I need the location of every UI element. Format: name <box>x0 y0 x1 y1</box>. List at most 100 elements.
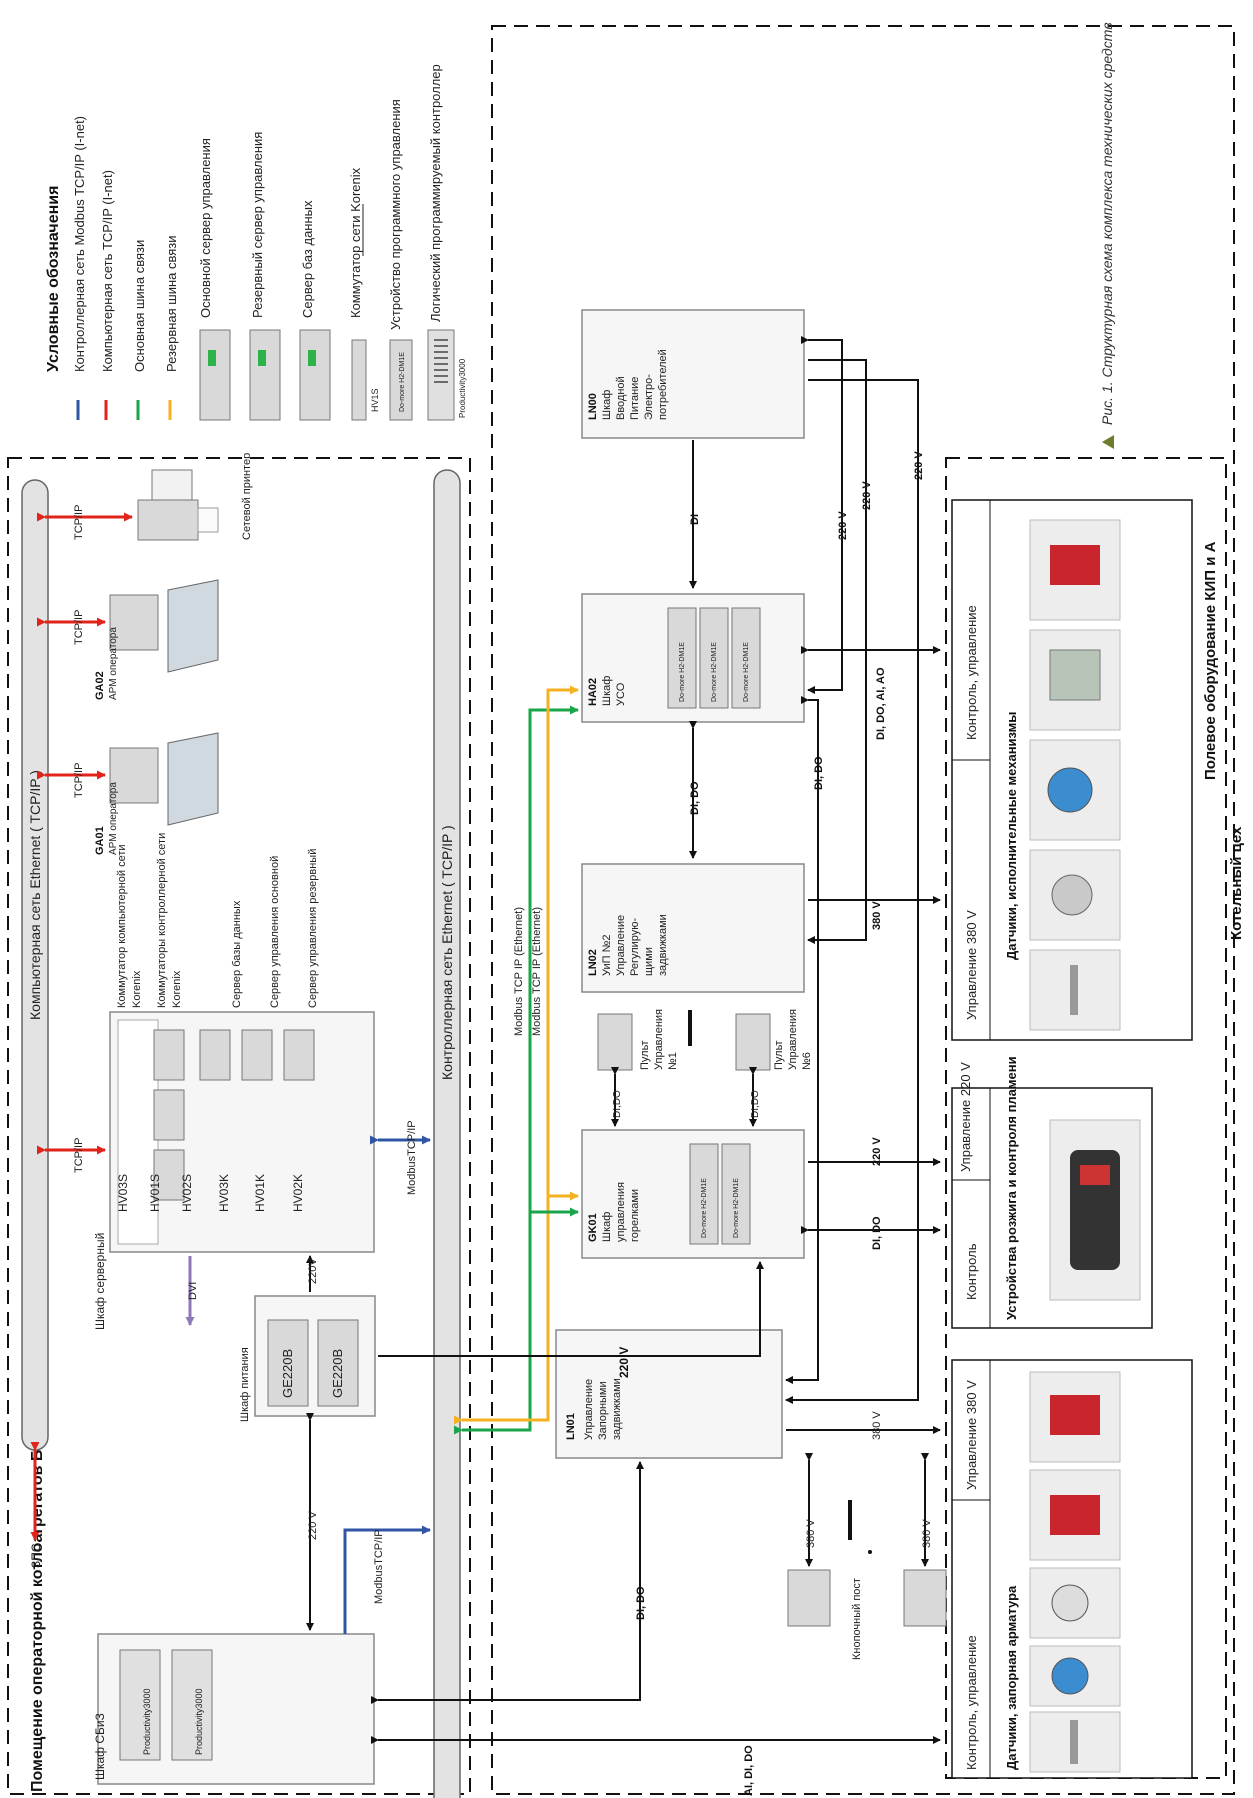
button-post-1-icon <box>788 1570 830 1626</box>
switch-device-label: HV1S <box>370 388 380 412</box>
ga01-label: АРМ оператора <box>108 782 119 855</box>
server-icon <box>242 1030 272 1080</box>
ha02-module-1: Do-more H2-DM1E <box>679 642 686 702</box>
legend: Условные обозначения Контроллерная сеть … <box>45 64 467 420</box>
control-panel-6-icon <box>736 1014 770 1070</box>
server-note-3: Коммутаторы контроллерной сети <box>156 833 168 1008</box>
ha02-module-2: Do-more H2-DM1E <box>711 642 718 702</box>
panel1-line-3: №1 <box>667 1052 679 1070</box>
plc-label-2: Productivity3000 <box>194 1688 204 1755</box>
server-icon <box>250 330 280 420</box>
gk01-module-1: Do-more H2-DM1E <box>701 1178 708 1238</box>
switch-icon <box>154 1030 184 1080</box>
group2-left: Контроль <box>964 1243 979 1300</box>
ln00-ha02-power-label: 220 V <box>837 511 849 540</box>
ln02-line-1: УиП №2 <box>601 934 613 976</box>
ha02-ln01-label: DI, DO <box>813 756 825 790</box>
sbiz-ln01-label: DI, DO <box>635 1586 647 1620</box>
plc-icon <box>120 1650 160 1760</box>
group2-title: Устройства розжига и контроля пламени <box>1004 1056 1019 1320</box>
switch-icon <box>154 1090 184 1140</box>
server-led-icon <box>258 350 266 366</box>
monitor-icon <box>168 580 218 672</box>
network-printer <box>138 470 218 540</box>
panel6-gk01-label: DI,DO <box>750 1090 761 1118</box>
ln00-ha02-di-label: DI <box>689 514 701 525</box>
control-panel-1-icon <box>598 1014 632 1070</box>
ha02-line-2: УСО <box>615 682 627 706</box>
server-module-hv01k: HV01K <box>253 1174 267 1212</box>
ln01-code: LN01 <box>565 1413 577 1440</box>
group1-title: Датчики, исполнительные механизмы <box>1004 712 1019 960</box>
power-cabinet <box>255 1296 375 1416</box>
ln02-line-5: задвижками <box>657 914 669 976</box>
transmitter-body-icon <box>1048 768 1092 812</box>
ln00-line-3: Питание <box>629 377 641 420</box>
group3-title: Датчики, запорная арматура <box>1004 1585 1019 1770</box>
ga02-tcpip-label: TCP/IP <box>73 610 85 645</box>
boiler-shop-title: Котельный цех <box>1228 826 1245 940</box>
server-led-icon <box>308 350 316 366</box>
power-cabinet-label: Шкаф питания <box>239 1347 251 1422</box>
caption-marker-icon <box>1102 435 1114 449</box>
backup-bus-link-ha02 <box>462 690 578 1420</box>
printer-tray-icon <box>198 508 218 532</box>
main-bus-link-ha02 <box>462 710 578 1430</box>
ln02-field-label: 380 V <box>871 901 883 930</box>
server-note-2: Korenix <box>131 970 143 1008</box>
ln00-line-5: потребителей <box>657 349 669 420</box>
server-note-5: Сервер базы данных <box>231 900 243 1008</box>
printer-icon <box>138 500 198 540</box>
panel6-line-1: Пульт <box>773 1041 785 1071</box>
server-note-1: Коммутатор компьютерной сети <box>116 844 128 1008</box>
group2-right-line1: Управление 220 V <box>958 1062 973 1172</box>
zps-label: ЗПС <box>29 1543 43 1568</box>
ln00-line-1: Шкаф <box>601 390 613 420</box>
plc-icon <box>172 1650 212 1760</box>
thermocouple2-body-icon <box>1070 1720 1078 1764</box>
gk01-field-power-label: 220 V <box>871 1137 883 1166</box>
switch-icon <box>352 340 366 420</box>
ln02-line-2: Управление <box>615 915 627 976</box>
legend-label-1: Контроллерная сеть Modbus TCP/IP (I-net) <box>72 116 87 372</box>
printer-label: Сетевой принтер <box>241 453 253 540</box>
gk01-field-signal-label: DI, DO <box>871 1216 883 1250</box>
monitor-icon <box>168 733 218 825</box>
server-cabinet-label: Шкаф серверный <box>93 1233 107 1330</box>
gk01-line-3: горелками <box>629 1189 641 1242</box>
sbiz-field-label: AI, DI, DO <box>743 1745 755 1796</box>
button-post-2-icon <box>904 1570 946 1626</box>
legend-label-5: Основной сервер управления <box>198 138 213 318</box>
operator-room-title: Помещение операторной котлоагрегатов БКЗ… <box>29 1406 46 1792</box>
sbiz-ln01-link <box>378 1462 640 1700</box>
server-note-6: Сервер управления основной <box>269 856 281 1008</box>
gate-valve-body-icon <box>1050 1395 1100 1435</box>
gk01-module-2: Do-more H2-DM1E <box>733 1178 740 1238</box>
ln02-line-3: Регулирую- <box>629 917 641 976</box>
ln01-button-post-1-label: 380 V <box>805 1519 817 1548</box>
controller-bus-label: Контроллерная сеть Ethernet ( TCP/IP ) <box>439 825 455 1080</box>
ha02-ln02-label: DI, DO <box>689 781 701 815</box>
ln01-line-1: Управление <box>583 1379 595 1440</box>
pressure-sensor-body-icon <box>1052 875 1092 915</box>
legend-label-6: Резервный сервер управления <box>250 132 265 318</box>
workstation-ga02 <box>110 580 218 672</box>
panel1-line-1: Пульт <box>639 1041 651 1071</box>
ga01-tcpip-label: TCP/IP <box>73 763 85 798</box>
plc-device-label: Productivity3000 <box>458 358 467 418</box>
printer-paper-icon <box>152 470 192 500</box>
shutoff-valve-body-icon <box>1050 1495 1100 1535</box>
ln00-line-2: Вводной <box>615 376 627 420</box>
ln01-button-post-2-label: 380 V <box>921 1519 933 1548</box>
power-to-server-label: 220V <box>307 1258 319 1284</box>
ln01-field-label: 380 V <box>871 1411 883 1440</box>
legend-label-2: Компьютерная сеть TCP/IP (I-net) <box>100 170 115 372</box>
ga02-label: АРМ оператора <box>108 627 119 700</box>
server-module-hv03k: HV03K <box>217 1174 231 1212</box>
server-module-hv01s: HV01S <box>148 1174 162 1212</box>
power-gk01-label: 220 V <box>617 1347 631 1378</box>
server-icon <box>284 1030 314 1080</box>
legend-label-8: Коммутатор сети Korenix <box>348 167 363 318</box>
power-module-1: GE220B <box>280 1349 295 1398</box>
group3-right: Управление 380 V <box>964 1380 979 1490</box>
